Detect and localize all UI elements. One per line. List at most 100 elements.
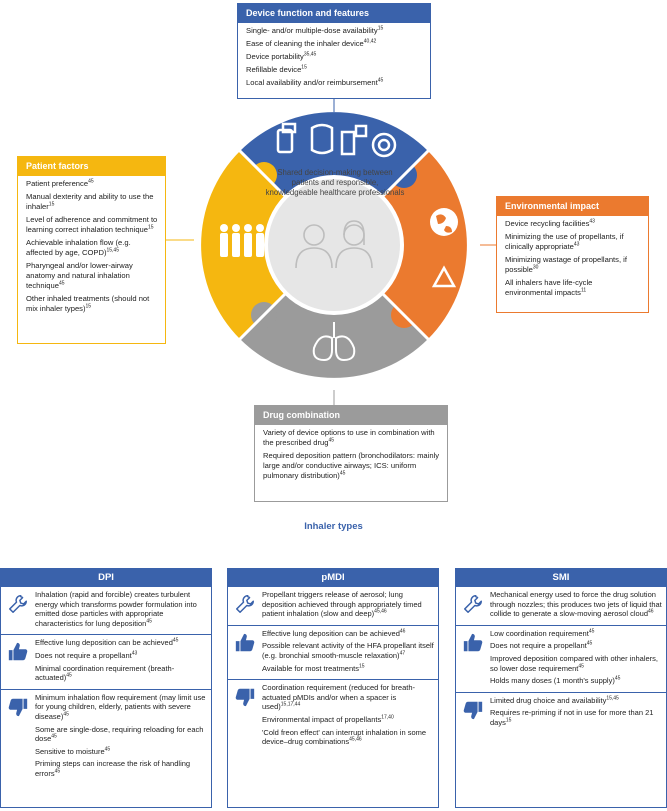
device-function-list: Single- and/or multiple-dose availabilit… (238, 23, 430, 94)
reference-number: 15 (505, 717, 512, 724)
drug-combination-box: Drug combination Variety of device optio… (254, 405, 448, 502)
list-item: Manual dexterity and ability to use the … (26, 192, 159, 212)
recycle-icon (431, 265, 457, 288)
pros-item: Holds many doses (1 month's supply)45 (490, 676, 662, 686)
list-item-text: Achievable inhalation flow (e.g. affecte… (26, 238, 131, 257)
reference-number: 45 (58, 280, 65, 287)
reference-number: 45 (63, 711, 69, 718)
cons-item-text: Priming steps can increase the risk of h… (35, 759, 191, 778)
reference-number: 45 (578, 663, 584, 670)
cons-item: 'Cold freon effect' can interrupt inhala… (262, 728, 434, 747)
list-item: Device recycling facilities43 (505, 219, 642, 229)
pros-item: Improved deposition compared with other … (490, 654, 662, 673)
reference-number: 45 (586, 640, 593, 647)
reference-number: 15 (148, 224, 154, 231)
list-item: Local availability and/or reimbursement4… (246, 78, 424, 88)
pros-item-text: Holds many doses (1 month's supply) (490, 676, 615, 686)
reference-number: 15,17,44 (280, 701, 301, 708)
cons-section: Coordination requirement (reduced for br… (228, 680, 438, 753)
drug-combination-list: Variety of device options to use in comb… (255, 425, 447, 487)
cons-item: Sensitive to moisture45 (35, 747, 207, 757)
reference-number: 45 (588, 628, 595, 635)
list-item: Minimizing the use of propellants, if cl… (505, 232, 642, 252)
reference-number: 15 (359, 663, 365, 670)
list-item-text: Local availability and/or reimbursement (246, 78, 378, 87)
list-item-text: Device recycling facilities (505, 219, 590, 228)
cons-item: Coordination requirement (reduced for br… (262, 683, 434, 712)
doctor-patient-icon (295, 220, 373, 269)
list-item: Achievable inhalation flow (e.g. affecte… (26, 238, 159, 258)
cons-item-text: Sensitive to moisture (35, 746, 105, 756)
list-item-text: Patient preference (26, 179, 89, 188)
reference-number: 15,45 (106, 247, 119, 254)
column-title: pMDI (228, 569, 438, 587)
cons-item-text: Environmental impact of propellants (262, 714, 382, 724)
environmental-impact-title: Environmental impact (497, 197, 648, 216)
pros-item-text: Available for most treatments (262, 663, 359, 673)
device-function-box: Device function and features Single- and… (237, 3, 431, 99)
environmental-impact-box: Environmental impact Device recycling fa… (496, 196, 649, 313)
list-item: Level of adherence and commitment to lea… (26, 215, 159, 235)
mechanism-item-text: Inhalation (rapid and forcible) creates … (35, 590, 197, 628)
cons-item-text: Requires re-priming if not in use for mo… (490, 708, 654, 727)
list-item-text: Required deposition pattern (bronchodila… (263, 451, 440, 480)
reference-number: 46 (648, 608, 654, 615)
reference-number: 43 (589, 218, 595, 225)
list-item: Pharyngeal and/or lower-airway anatomy a… (26, 261, 159, 291)
mechanism-item-text: Mechanical energy used to force the drug… (490, 590, 662, 619)
pros-item-text: Possible relevant activity of the HFA pr… (262, 641, 434, 660)
reference-number: 45 (66, 672, 72, 679)
cons-item: Minimum inhalation flow requirement (may… (35, 693, 207, 722)
list-item-text: All inhalers have life-cycle environment… (505, 278, 593, 297)
reference-number: 43 (573, 241, 580, 248)
reference-number: 45 (104, 746, 111, 753)
reference-number: 46 (399, 628, 406, 635)
list-item: Required deposition pattern (bronchodila… (263, 451, 441, 481)
quadrant-environment (382, 151, 467, 339)
reference-number: 45,46 (349, 736, 362, 743)
list-item: Patient preference45 (26, 179, 159, 189)
wrench-icon (7, 593, 29, 615)
cons-item-text: Coordination requirement (reduced for br… (262, 683, 415, 712)
reference-number: 40,42 (363, 38, 377, 45)
cons-item-text: Minimum inhalation flow requirement (may… (35, 692, 206, 721)
drug-combination-title: Drug combination (255, 406, 447, 425)
reference-number: 11 (580, 287, 587, 294)
pros-item: Effective lung deposition can be achieve… (262, 629, 434, 639)
reference-number: 15 (85, 303, 92, 310)
list-item-text: Pharyngeal and/or lower-airway anatomy a… (26, 261, 133, 290)
reference-number: 45 (377, 77, 384, 84)
list-item-text: Minimizing the use of propellants, if cl… (505, 232, 624, 251)
pros-item-text: Effective lung deposition can be achieve… (262, 628, 400, 638)
list-item-text: Refillable device (246, 65, 302, 74)
reference-number: 43 (131, 650, 138, 657)
list-item: Minimizing wastage of propellants, if po… (505, 255, 642, 275)
mechanism-section: Mechanical energy used to force the drug… (456, 587, 666, 626)
mechanism-section: Inhalation (rapid and forcible) creates … (1, 587, 211, 636)
reference-number: 45 (54, 768, 61, 775)
globe-icon (430, 208, 458, 236)
reference-number: 15 (48, 201, 55, 208)
pros-item-text: Improved deposition compared with other … (490, 653, 659, 673)
reference-number: 45 (146, 618, 152, 625)
cons-section: Limited drug choice and availability15,4… (456, 693, 666, 734)
cons-item-text: Limited drug choice and availability (490, 695, 607, 705)
reference-number: 45 (88, 178, 94, 185)
pros-item: Possible relevant activity of the HFA pr… (262, 641, 434, 660)
puzzle-wheel (166, 99, 496, 405)
thumbs-down-icon (7, 696, 29, 718)
reference-number: 15 (301, 64, 307, 71)
list-item: Variety of device options to use in comb… (263, 428, 441, 448)
pros-item: Available for most treatments15 (262, 664, 434, 674)
list-item: Ease of cleaning the inhaler device40,42 (246, 39, 424, 49)
reference-number: 17,40 (381, 714, 394, 721)
list-item-text: Device portability (246, 52, 304, 61)
reference-number: 35,45 (303, 51, 317, 58)
reference-number: 30 (532, 264, 539, 271)
mechanism-section: Propellant triggers release of aerosol; … (228, 587, 438, 626)
list-item-text: Ease of cleaning the inhaler device (246, 39, 364, 48)
